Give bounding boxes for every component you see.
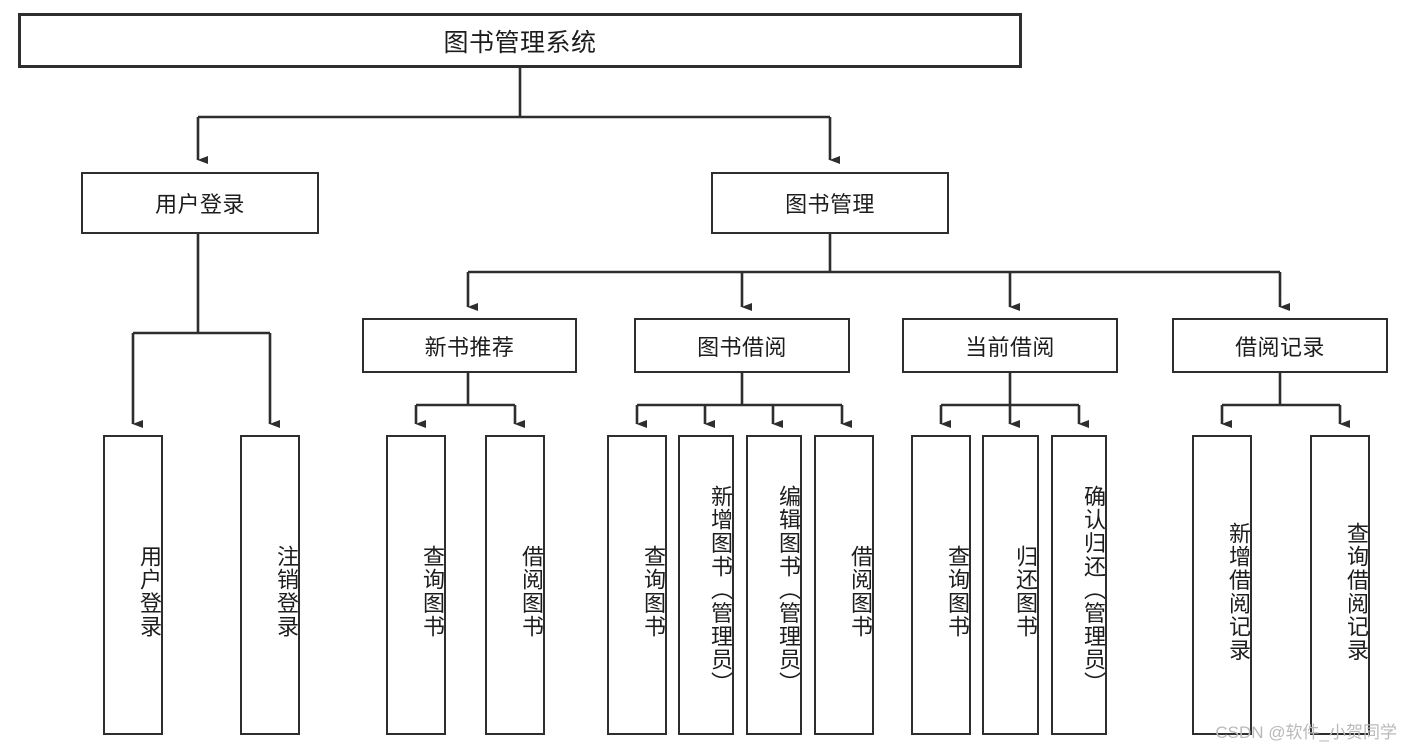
leaf-query-borrow-record[interactable]: 查询借阅记录 [1310, 435, 1370, 735]
node-label: 图书管理 [785, 192, 875, 217]
leaf-label: 归还图书 [1013, 545, 1038, 639]
leaf-add-borrow-record[interactable]: 新增借阅记录 [1192, 435, 1252, 735]
node-label: 新书推荐 [424, 334, 515, 360]
leaf-label: 借阅图书 [848, 545, 873, 639]
node-label: 当前借阅 [965, 334, 1055, 360]
node-new-book-recommend[interactable]: 新书推荐 [362, 318, 577, 373]
leaf-add-book-admin[interactable]: 新增图书（管理员） [678, 435, 734, 735]
leaf-label: 新增图书（管理员） [708, 485, 733, 695]
leaf-label: 查询借阅记录 [1344, 522, 1369, 662]
node-book-management[interactable]: 图书管理 [711, 172, 949, 234]
leaf-label: 注销登录 [274, 545, 299, 639]
leaf-return-book[interactable]: 归还图书 [982, 435, 1039, 735]
leaf-user-login[interactable]: 用户登录 [103, 435, 163, 735]
leaf-label: 编辑图书（管理员） [776, 485, 801, 695]
node-current-borrow[interactable]: 当前借阅 [902, 318, 1118, 373]
watermark-text: CSDN @软件_小贺同学 [1215, 723, 1397, 742]
node-label: 借阅记录 [1235, 334, 1325, 360]
leaf-label: 确认归还（管理员） [1081, 485, 1106, 695]
leaf-borrow-book-recommend[interactable]: 借阅图书 [485, 435, 545, 735]
leaf-label: 用户登录 [137, 545, 162, 639]
leaf-query-book-current[interactable]: 查询图书 [911, 435, 971, 735]
leaf-label: 查询图书 [945, 545, 970, 639]
leaf-edit-book-admin[interactable]: 编辑图书（管理员） [746, 435, 802, 735]
leaf-label: 新增借阅记录 [1226, 522, 1251, 662]
node-borrow-record[interactable]: 借阅记录 [1172, 318, 1388, 373]
leaf-query-book-borrow[interactable]: 查询图书 [607, 435, 667, 735]
node-label: 用户登录 [155, 192, 245, 217]
node-user-login[interactable]: 用户登录 [81, 172, 319, 234]
leaf-borrow-book[interactable]: 借阅图书 [814, 435, 874, 735]
node-root-book-management-system[interactable]: 图书管理系统 [18, 13, 1022, 68]
node-label: 图书借阅 [697, 334, 787, 360]
leaf-query-book-recommend[interactable]: 查询图书 [386, 435, 446, 735]
leaf-confirm-return-admin[interactable]: 确认归还（管理员） [1051, 435, 1107, 735]
leaf-logout[interactable]: 注销登录 [240, 435, 300, 735]
leaf-label: 查询图书 [641, 545, 666, 639]
leaf-label: 查询图书 [420, 545, 445, 639]
leaf-label: 借阅图书 [519, 545, 544, 639]
node-label: 图书管理系统 [443, 28, 597, 57]
node-book-borrow[interactable]: 图书借阅 [634, 318, 850, 373]
